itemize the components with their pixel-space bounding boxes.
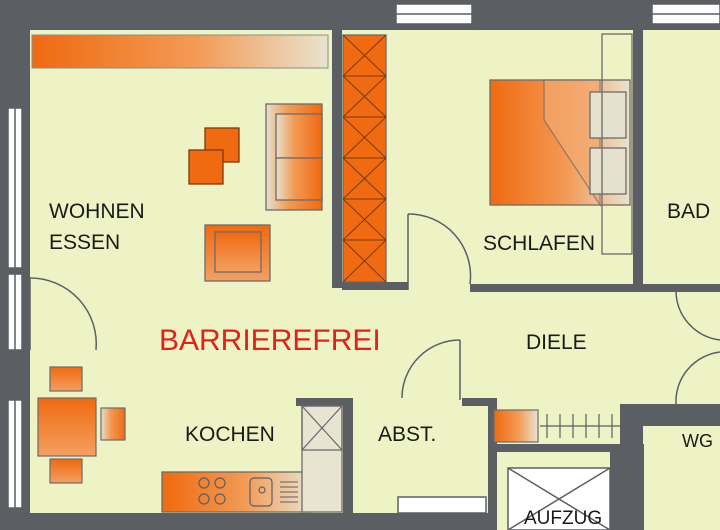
label-abst: ABST. [378, 423, 436, 446]
label-bad: BAD [667, 200, 710, 223]
label-wohnen: WOHNEN [49, 200, 145, 223]
armchair [204, 224, 271, 282]
label-diele: DIELE [526, 331, 587, 354]
doors [29, 213, 720, 405]
kitchen-counter [161, 405, 343, 513]
coat-rack [540, 414, 620, 438]
label-essen: ESSEN [49, 231, 120, 254]
label-kochen: KOCHEN [185, 423, 275, 446]
label-wg: WG [682, 431, 713, 451]
bench [493, 409, 539, 443]
label-barrierefrei: BARRIEREFREI [159, 324, 381, 357]
elevator [507, 467, 611, 530]
sofa [265, 103, 323, 211]
room-labels: WOHNEN ESSEN SCHLAFEN BAD DIELE KOCHEN A… [49, 200, 713, 529]
label-aufzug: AUFZUG [524, 508, 602, 529]
sideboard [31, 34, 329, 69]
bed [489, 33, 633, 255]
side-tables [188, 127, 240, 185]
dining-set [37, 366, 126, 484]
label-schlafen: SCHLAFEN [483, 232, 595, 255]
wardrobe [342, 34, 387, 283]
